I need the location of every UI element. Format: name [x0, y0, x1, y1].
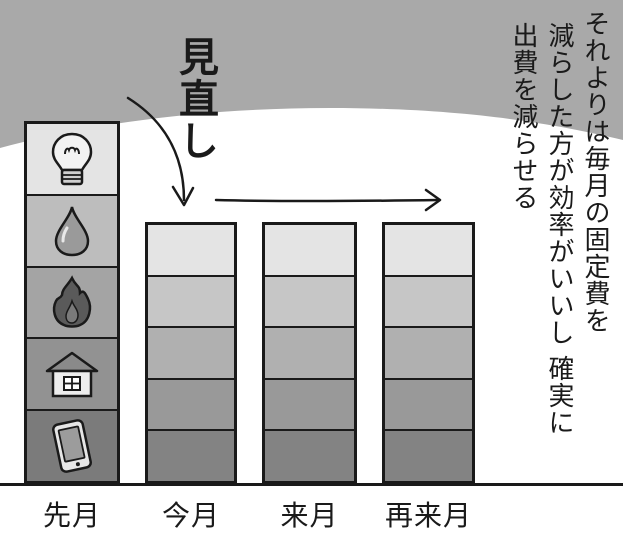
- baseline: [0, 483, 623, 486]
- bar-month-after-next: [382, 222, 475, 484]
- segment: [385, 225, 472, 277]
- segment: [385, 276, 472, 329]
- right-arrow-icon: [214, 198, 440, 203]
- segment: [265, 328, 354, 380]
- water-drop-icon: [54, 206, 90, 256]
- segment: [148, 379, 234, 432]
- narration-line-1: それよりは毎月の固定費を: [580, 10, 610, 334]
- segment: [148, 276, 234, 329]
- segment: [265, 431, 354, 481]
- bar-last-month: [24, 121, 120, 484]
- segment: [265, 379, 354, 432]
- curved-arrow-icon: [126, 96, 186, 202]
- label-next-month: 来月: [280, 499, 339, 532]
- right-arrowhead-icon: [424, 188, 442, 212]
- bar-next-month: [262, 222, 357, 484]
- segment: [385, 431, 472, 481]
- segment: [265, 276, 354, 329]
- segment: [148, 225, 234, 277]
- label-this-month: 今月: [161, 499, 220, 532]
- flame-icon: [52, 275, 92, 329]
- review-label: 見直し: [172, 36, 218, 162]
- narration-line-2: 減らした方が効率がいいし 確実に: [544, 22, 574, 437]
- segment-water: [27, 195, 117, 268]
- segment: [385, 379, 472, 432]
- segment-housing: [27, 339, 117, 412]
- segment-phone: [27, 411, 117, 481]
- lightbulb-icon: [51, 132, 93, 186]
- segment: [148, 328, 234, 380]
- segment: [265, 225, 354, 277]
- label-month-after-next: 再来月: [384, 499, 472, 532]
- house-icon: [45, 352, 99, 398]
- smartphone-icon: [52, 419, 92, 473]
- segment: [148, 431, 234, 481]
- bar-this-month: [145, 222, 237, 484]
- curved-arrowhead-icon: [171, 185, 195, 207]
- segment-gas: [27, 267, 117, 340]
- segment-electricity: [27, 124, 117, 196]
- narration-line-3: 出費を減らせる: [508, 22, 538, 211]
- label-last-month: 先月: [42, 499, 101, 532]
- segment: [385, 328, 472, 380]
